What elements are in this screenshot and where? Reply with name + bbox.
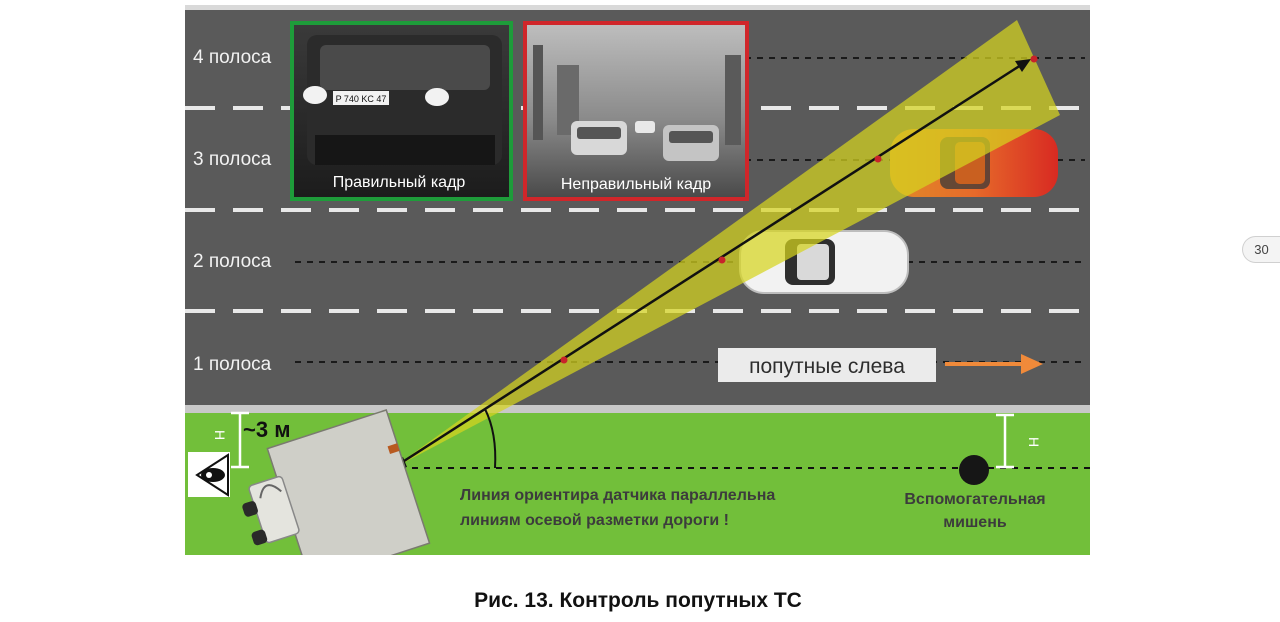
photo-incorrect-frame: Неправильный кадр — [523, 21, 749, 201]
sensor-note-line-2: линиям осевой разметки дороги ! — [460, 512, 729, 529]
target-marker-icon — [959, 455, 989, 485]
road-curb — [185, 405, 1090, 413]
target-label-line-2: мишень — [943, 514, 1007, 531]
photo-incorrect-caption: Неправильный кадр — [561, 176, 711, 193]
photo-correct-frame: P 740 KC 47 Правильный кадр — [290, 21, 513, 201]
page-number-badge[interactable]: 30 — [1242, 236, 1280, 263]
lane-label-4: 4 полоса — [193, 47, 272, 68]
height-label-left: Н — [212, 430, 228, 440]
figure-caption: Рис. 13. Контроль попутных ТС — [0, 589, 1276, 613]
height-label-right: Н — [1026, 437, 1042, 447]
road-top-edge — [185, 5, 1090, 10]
license-plate-text: P 740 KC 47 — [336, 94, 387, 104]
target-label-line-1: Вспомогательная — [904, 491, 1045, 508]
road-diagram: 4 полоса 3 полоса 2 полоса 1 полоса P 74… — [185, 5, 1090, 555]
lane-label-2: 2 полоса — [193, 251, 272, 272]
lane-label-1: 1 полоса — [193, 354, 272, 375]
photo-correct-caption: Правильный кадр — [333, 174, 466, 191]
sensor-note-line-1: Линия ориентира датчика параллельна — [460, 487, 775, 504]
direction-label: попутные слева — [749, 355, 905, 378]
distance-label: ~3 м — [243, 417, 290, 442]
eye-icon — [188, 452, 230, 497]
lane-label-3: 3 полоса — [193, 149, 272, 170]
